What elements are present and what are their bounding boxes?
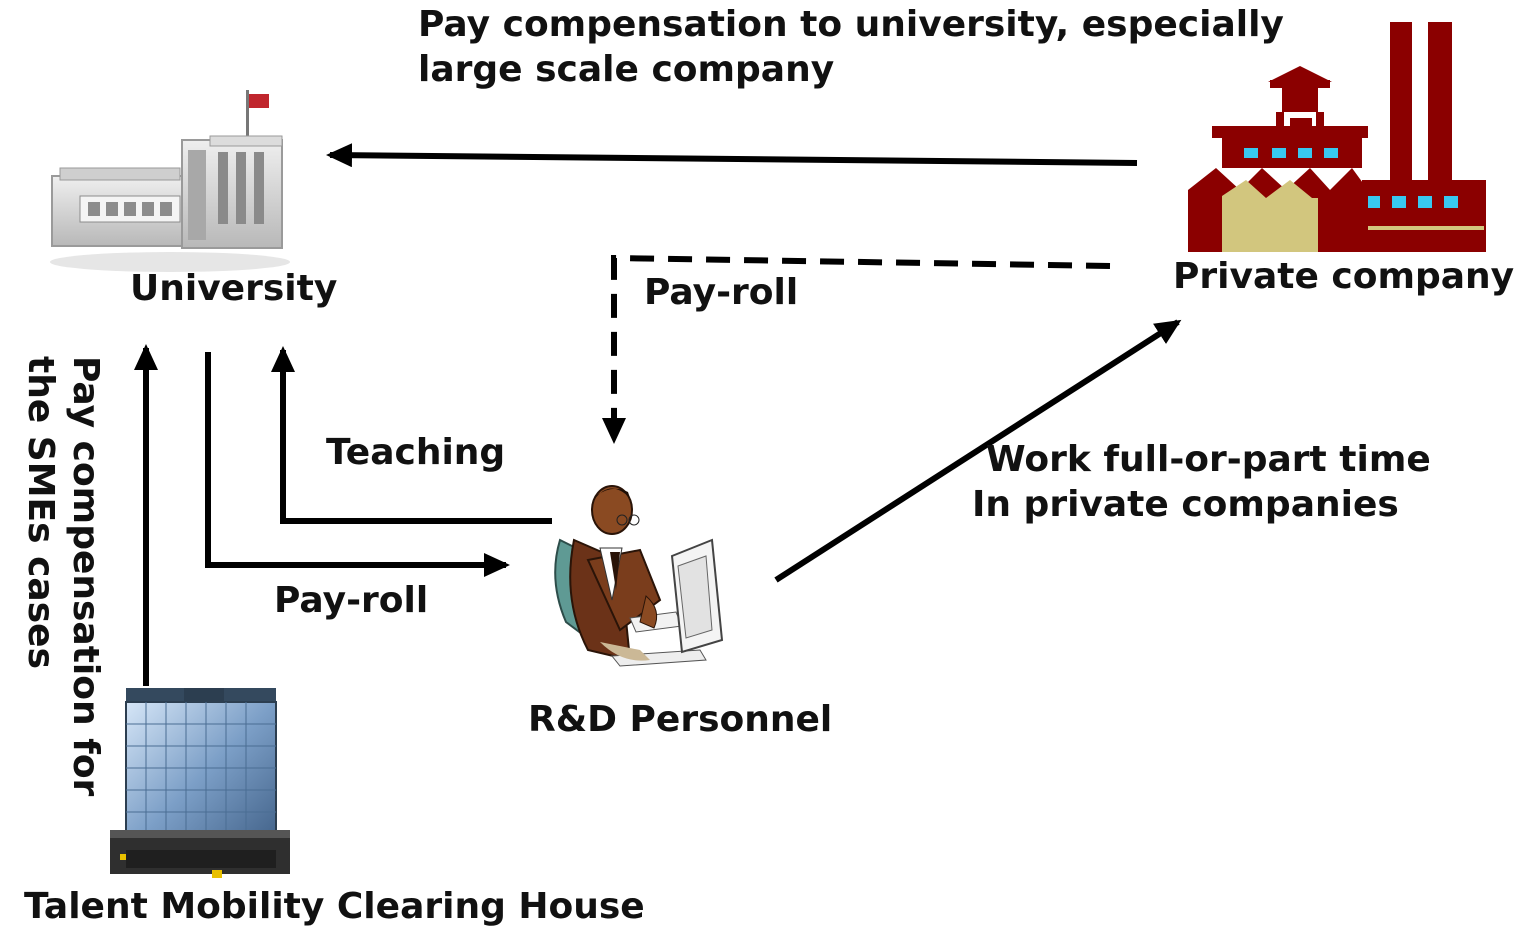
arrow-company-to-university — [326, 143, 1138, 168]
work-note: Work full-or-part time In private compan… — [972, 437, 1431, 527]
work-note-line2: In private companies — [972, 484, 1399, 525]
arrow-payroll-dashed — [602, 254, 1111, 444]
work-note-line1: Work full-or-part time — [986, 439, 1431, 480]
rd-personnel-icon — [554, 485, 724, 667]
teaching-label: Teaching — [326, 432, 506, 473]
payroll-top-label: Pay-roll — [644, 272, 799, 313]
clearing-house-icon — [110, 688, 290, 878]
university-icon — [50, 90, 290, 272]
left-note-line2: the SMEs cases — [20, 356, 61, 669]
arrow-payroll-university-to-personnel — [205, 352, 510, 577]
top-note: Pay compensation to university, especial… — [418, 2, 1284, 92]
arrow-teaching — [271, 346, 552, 524]
university-label: University — [130, 268, 338, 309]
left-vertical-note: Pay compensation for the SMEs cases — [10, 356, 110, 796]
top-note-line1: Pay compensation to university, especial… — [418, 4, 1284, 45]
clearing-house-label: Talent Mobility Clearing House — [24, 886, 645, 927]
rd-personnel-label: R&D Personnel — [528, 699, 833, 740]
left-note-line1: Pay compensation for — [65, 356, 106, 797]
arrow-personnel-to-company — [774, 319, 1182, 583]
top-note-line2: large scale company — [418, 49, 835, 90]
private-company-label: Private company — [1173, 256, 1515, 297]
factory-icon — [1188, 22, 1486, 252]
payroll-bottom-label: Pay-roll — [274, 580, 429, 621]
